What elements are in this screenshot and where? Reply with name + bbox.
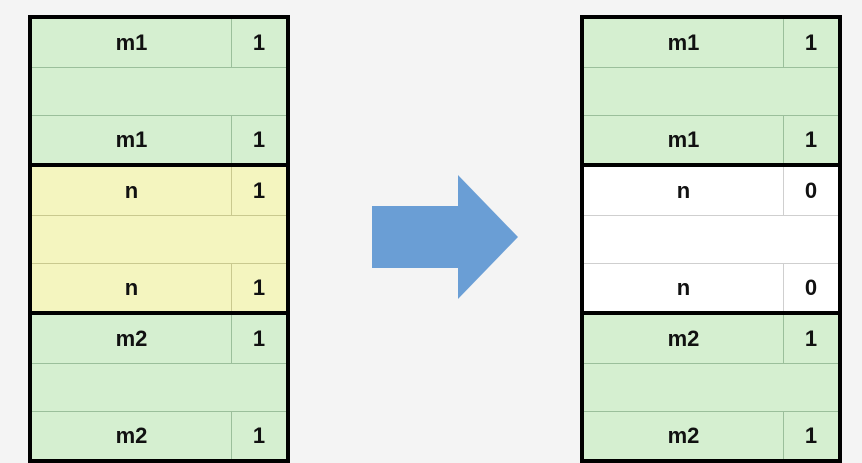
block-n-freed: n 0 n 0 bbox=[584, 163, 838, 311]
header-row: m2 1 bbox=[32, 315, 286, 363]
block-label: m2 bbox=[667, 422, 700, 448]
allocated-flag: 0 bbox=[783, 167, 838, 215]
footer-row: m1 1 bbox=[584, 115, 838, 163]
allocated-flag: 1 bbox=[231, 19, 286, 67]
header-row: m1 1 bbox=[32, 19, 286, 67]
payload-row bbox=[584, 215, 838, 263]
block-label: n bbox=[124, 274, 139, 300]
header-row: m2 1 bbox=[584, 315, 838, 363]
payload-row bbox=[32, 363, 286, 411]
payload-row bbox=[584, 67, 838, 115]
allocated-flag: 1 bbox=[231, 116, 286, 163]
allocated-flag: 0 bbox=[783, 264, 838, 311]
right-memory-stack: m1 1 m1 1 n 0 n 0 m2 1 bbox=[580, 15, 842, 463]
allocated-flag: 1 bbox=[231, 167, 286, 215]
right-arrow-icon bbox=[372, 175, 518, 299]
header-row: n 1 bbox=[32, 167, 286, 215]
block-m1: m1 1 m1 1 bbox=[584, 19, 838, 163]
block-label: m2 bbox=[667, 326, 700, 351]
block-label: m1 bbox=[667, 126, 700, 152]
block-label: m1 bbox=[115, 126, 148, 152]
block-label: n bbox=[676, 274, 691, 300]
arrow-shape bbox=[372, 175, 518, 299]
footer-row: n 1 bbox=[32, 263, 286, 311]
block-m2: m2 1 m2 1 bbox=[584, 311, 838, 459]
allocated-flag: 1 bbox=[783, 19, 838, 67]
header-row: m1 1 bbox=[584, 19, 838, 67]
footer-row: m2 1 bbox=[32, 411, 286, 459]
block-label: m1 bbox=[667, 30, 700, 55]
block-n: n 1 n 1 bbox=[32, 163, 286, 311]
footer-row: n 0 bbox=[584, 263, 838, 311]
block-label: n bbox=[676, 178, 691, 203]
allocated-flag: 1 bbox=[231, 315, 286, 363]
block-label: m2 bbox=[115, 326, 148, 351]
block-label: m1 bbox=[115, 30, 148, 55]
allocated-flag: 1 bbox=[231, 264, 286, 311]
footer-row: m2 1 bbox=[584, 411, 838, 459]
payload-row bbox=[32, 215, 286, 263]
left-memory-stack: m1 1 m1 1 n 1 n 1 m2 1 bbox=[28, 15, 290, 463]
block-m2: m2 1 m2 1 bbox=[32, 311, 286, 459]
block-label: m2 bbox=[115, 422, 148, 448]
allocated-flag: 1 bbox=[231, 412, 286, 459]
payload-row bbox=[32, 67, 286, 115]
block-m1: m1 1 m1 1 bbox=[32, 19, 286, 163]
header-row: n 0 bbox=[584, 167, 838, 215]
allocated-flag: 1 bbox=[783, 116, 838, 163]
allocated-flag: 1 bbox=[783, 315, 838, 363]
block-label: n bbox=[124, 178, 139, 203]
payload-row bbox=[584, 363, 838, 411]
footer-row: m1 1 bbox=[32, 115, 286, 163]
allocated-flag: 1 bbox=[783, 412, 838, 459]
